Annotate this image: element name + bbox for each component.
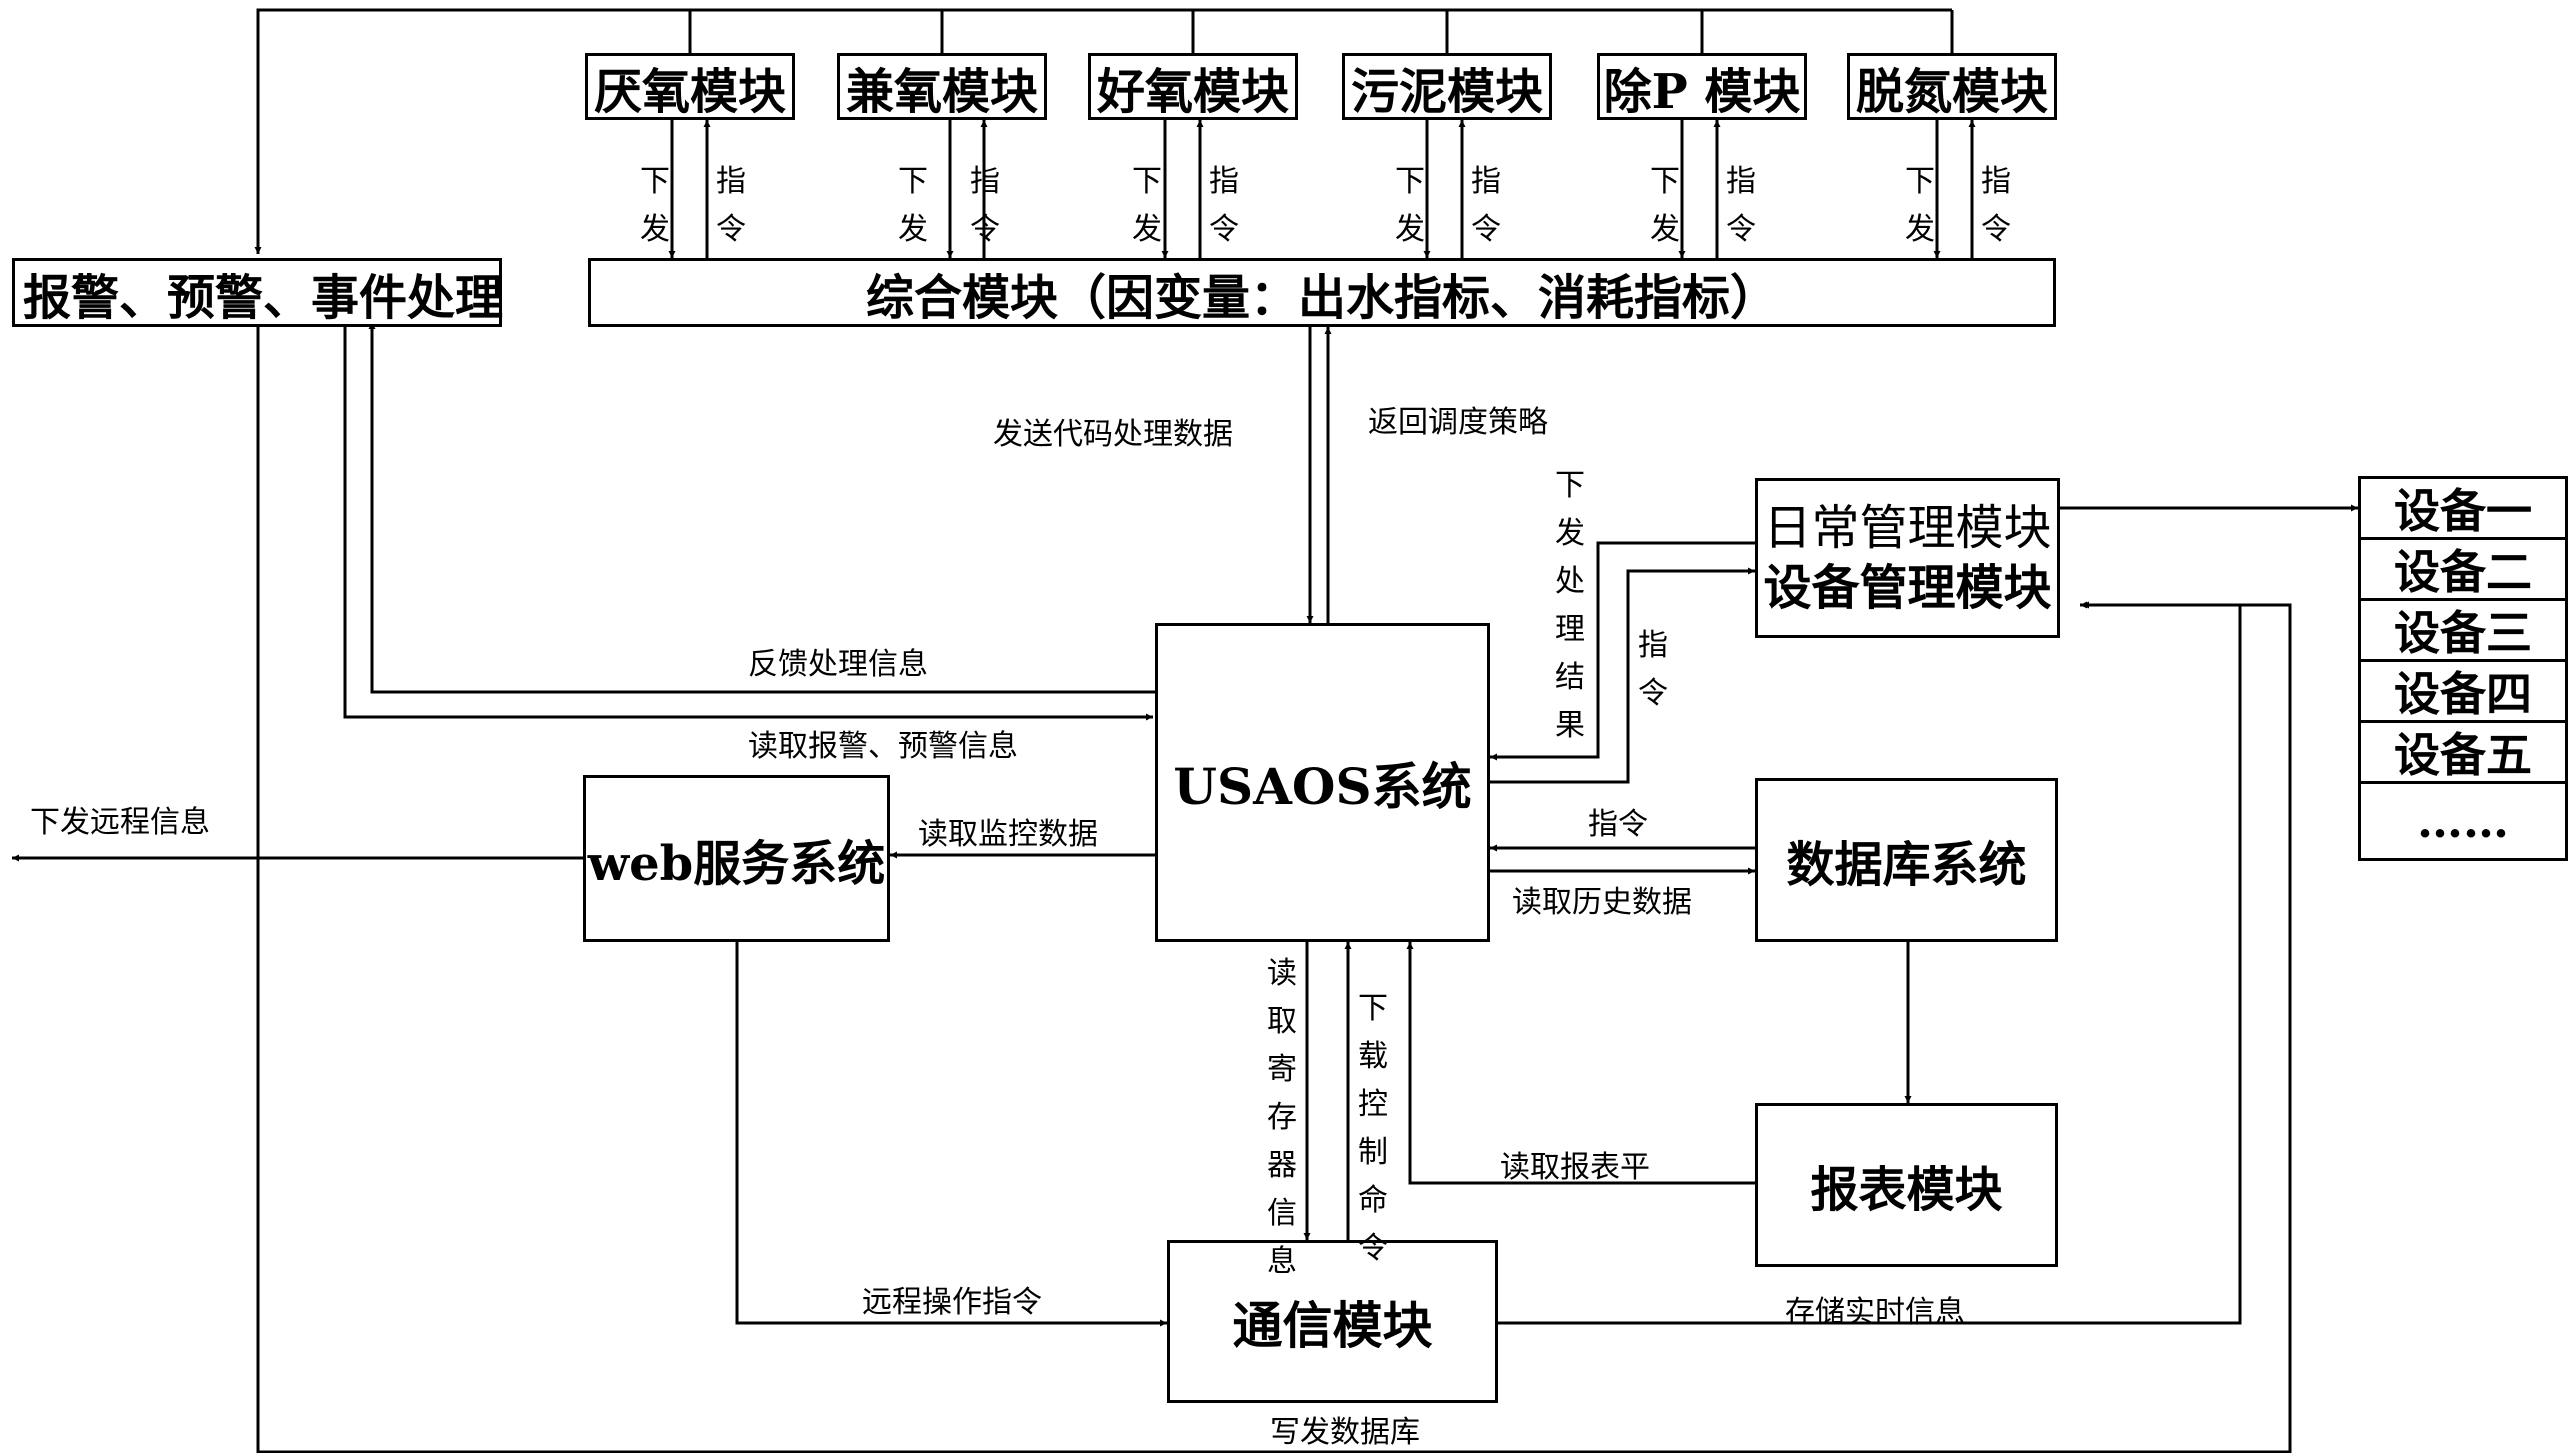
device-more: …… <box>2358 781 2568 861</box>
aerobic-module: 好氧模块 <box>1088 53 1298 120</box>
anaerobic-cmd-label: 指令 <box>716 164 746 247</box>
equipment-management-label: 设备管理模块 <box>1763 560 2052 616</box>
issue-remote-label: 下发远程信息 <box>30 805 210 840</box>
anoxic-cmd-label: 指令 <box>970 164 1000 247</box>
report-module-box: 报表模块 <box>1755 1103 2058 1267</box>
db-instruction-label: 指令 <box>1588 807 1648 842</box>
usaos-system-box: USAOS系统 <box>1155 623 1490 942</box>
read-monitor-label: 读取监控数据 <box>918 817 1098 852</box>
sludge-module: 污泥模块 <box>1342 53 1552 120</box>
device-4: 设备四 <box>2358 659 2568 723</box>
device-1: 设备一 <box>2358 476 2568 540</box>
alarm-event-box: 报警、预警、事件处理 <box>12 258 503 327</box>
daily-management-label: 日常管理模块 <box>1763 500 2052 556</box>
p-removal-cmd-label: 指令 <box>1726 164 1756 247</box>
sludge-cmd-label: 指令 <box>1471 164 1501 247</box>
read-register-label: 读取寄存器信息 <box>1267 956 1297 1279</box>
feedback-label: 反馈处理信息 <box>748 647 928 682</box>
integrated-module-box: 综合模块（因变量：出水指标、消耗指标） <box>588 258 2056 327</box>
sludge-down-label: 下发 <box>1395 164 1425 247</box>
read-history-label: 读取历史数据 <box>1512 885 1692 920</box>
issue-result-label: 下发处理结果 <box>1555 468 1585 743</box>
communication-module-box: 通信模块 <box>1167 1240 1498 1403</box>
denitrification-module: 脱氮模块 <box>1847 53 2057 120</box>
anoxic-module: 兼氧模块 <box>837 53 1047 120</box>
download-control-label: 下载控制命令 <box>1358 991 1388 1266</box>
aerobic-cmd-label: 指令 <box>1209 164 1239 247</box>
anaerobic-down-label: 下发 <box>640 164 670 247</box>
anaerobic-module: 厌氧模块 <box>585 53 795 120</box>
read-report-label: 读取报表平 <box>1500 1150 1650 1185</box>
anoxic-down-label: 下发 <box>898 164 928 247</box>
write-db-label: 写发数据库 <box>1270 1415 1420 1450</box>
p-removal-down-label: 下发 <box>1650 164 1680 247</box>
device-5: 设备五 <box>2358 720 2568 784</box>
return-strategy-label: 返回调度策略 <box>1368 405 1548 440</box>
denitrification-down-label: 下发 <box>1905 164 1935 247</box>
p-removal-module: 除P 模块 <box>1597 53 1807 120</box>
management-module-box: 日常管理模块 设备管理模块 <box>1755 478 2060 638</box>
device-2: 设备二 <box>2358 537 2568 601</box>
web-service-box: web服务系统 <box>583 775 890 942</box>
database-system-box: 数据库系统 <box>1755 778 2058 942</box>
read-alarm-label: 读取报警、预警信息 <box>748 729 1018 764</box>
top-bus-line <box>256 8 1952 236</box>
aerobic-down-label: 下发 <box>1132 164 1162 247</box>
remote-op-label: 远程操作指令 <box>862 1285 1042 1320</box>
device-3: 设备三 <box>2358 598 2568 662</box>
mgmt-instruction-label: 指令 <box>1638 628 1668 711</box>
denitrification-cmd-label: 指令 <box>1981 164 2011 247</box>
send-code-label: 发送代码处理数据 <box>993 417 1233 452</box>
store-realtime-label: 存储实时信息 <box>1785 1295 1965 1330</box>
